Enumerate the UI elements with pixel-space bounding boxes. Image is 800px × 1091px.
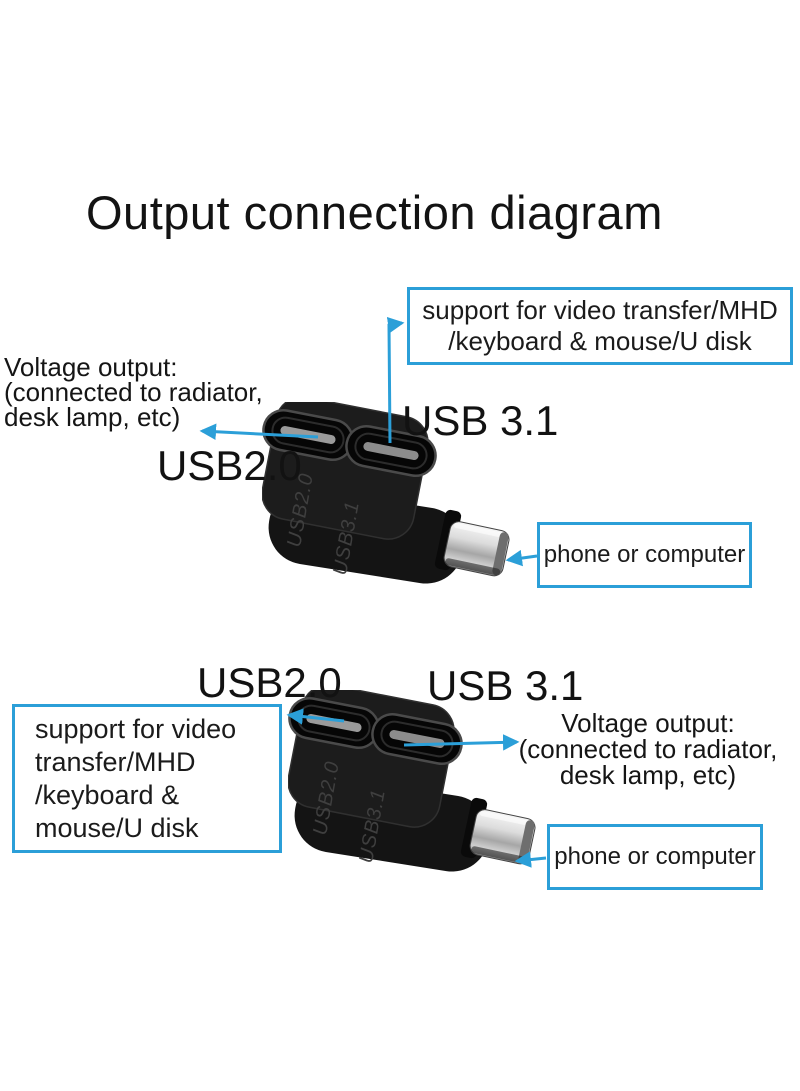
support-callout-2-line3: /keyboard & xyxy=(35,779,180,810)
support-callout-2-line1: support for video xyxy=(35,713,237,744)
usb31-label-2: USB 3.1 xyxy=(427,662,584,709)
phone-callout-2-label: phone or computer xyxy=(554,843,756,870)
phone-callout-1-label: phone or computer xyxy=(543,541,746,568)
voltage-note-2-line1: Voltage output: xyxy=(561,708,735,738)
support-callout-2-line2: transfer/MHD xyxy=(35,746,196,777)
usb-adapter-photo-1: USB2.0 USB3.1 xyxy=(262,402,510,584)
phone-callout-2: phone or computer xyxy=(547,824,763,890)
voltage-note-1: Voltage output: (connected to radiator, … xyxy=(4,352,263,432)
usb20-label-2: USB2.0 xyxy=(197,659,342,706)
page-title: Output connection diagram xyxy=(86,186,663,239)
support-callout-2-line4: mouse/U disk xyxy=(35,812,199,843)
voltage-note-1-line1: Voltage output: xyxy=(4,352,178,382)
support-callout-1-line2: /keyboard & mouse/U disk xyxy=(448,326,752,356)
arrow-phone-box-to-plug-1 xyxy=(505,549,538,567)
support-callout-2: support for video transfer/MHD /keyboard… xyxy=(12,704,282,853)
voltage-note-2-line2: (connected to radiator, xyxy=(518,734,778,764)
usb-c-plug-icon-2 xyxy=(469,809,536,865)
usb31-label-1: USB 3.1 xyxy=(402,397,559,444)
phone-callout-1: phone or computer xyxy=(537,522,752,588)
support-callout-1-line1: support for video transfer/MHD xyxy=(422,295,778,325)
support-callout-1: support for video transfer/MHD /keyboard… xyxy=(407,287,793,365)
voltage-note-2: Voltage output: (connected to radiator, … xyxy=(498,710,798,788)
adapter-body-1: USB2.0 USB3.1 xyxy=(262,402,510,584)
usb-c-port-3-icon xyxy=(345,424,437,478)
voltage-note-1-line3: desk lamp, etc) xyxy=(4,402,181,432)
voltage-note-2-line3: desk lamp, etc) xyxy=(559,760,737,790)
voltage-note-1-line2: (connected to radiator, xyxy=(4,377,263,407)
usb20-label-1: USB2.0 xyxy=(157,442,302,489)
